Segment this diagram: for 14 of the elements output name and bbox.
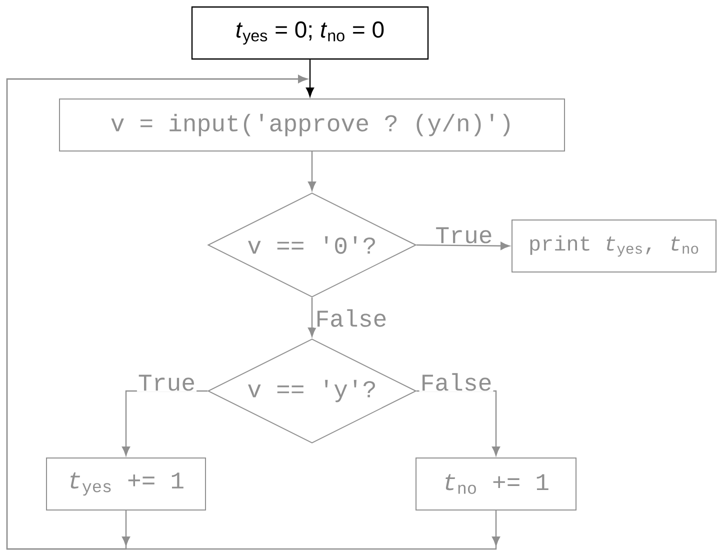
arrow — [416, 242, 510, 250]
process-box: t$_{yes}$ += 1 — [46, 458, 206, 510]
edge-label: True — [434, 226, 494, 244]
process-box: v = input('approve ? (y/n)') — [59, 98, 565, 152]
arrow — [6, 75, 500, 550]
edge-label: True — [136, 374, 197, 392]
arrow — [306, 60, 314, 97]
edge-label: False — [314, 308, 388, 328]
output-box: print t$_{yes}$, t$_{no}$ — [512, 220, 716, 272]
arrow — [308, 152, 316, 191]
process-box: t$_{no}$ += 1 — [416, 458, 576, 510]
init-box: t$_{yes}$ = 0; t$_{no}$ = 0 — [191, 6, 429, 60]
edge-label: False — [419, 372, 494, 392]
arrow — [308, 298, 316, 337]
